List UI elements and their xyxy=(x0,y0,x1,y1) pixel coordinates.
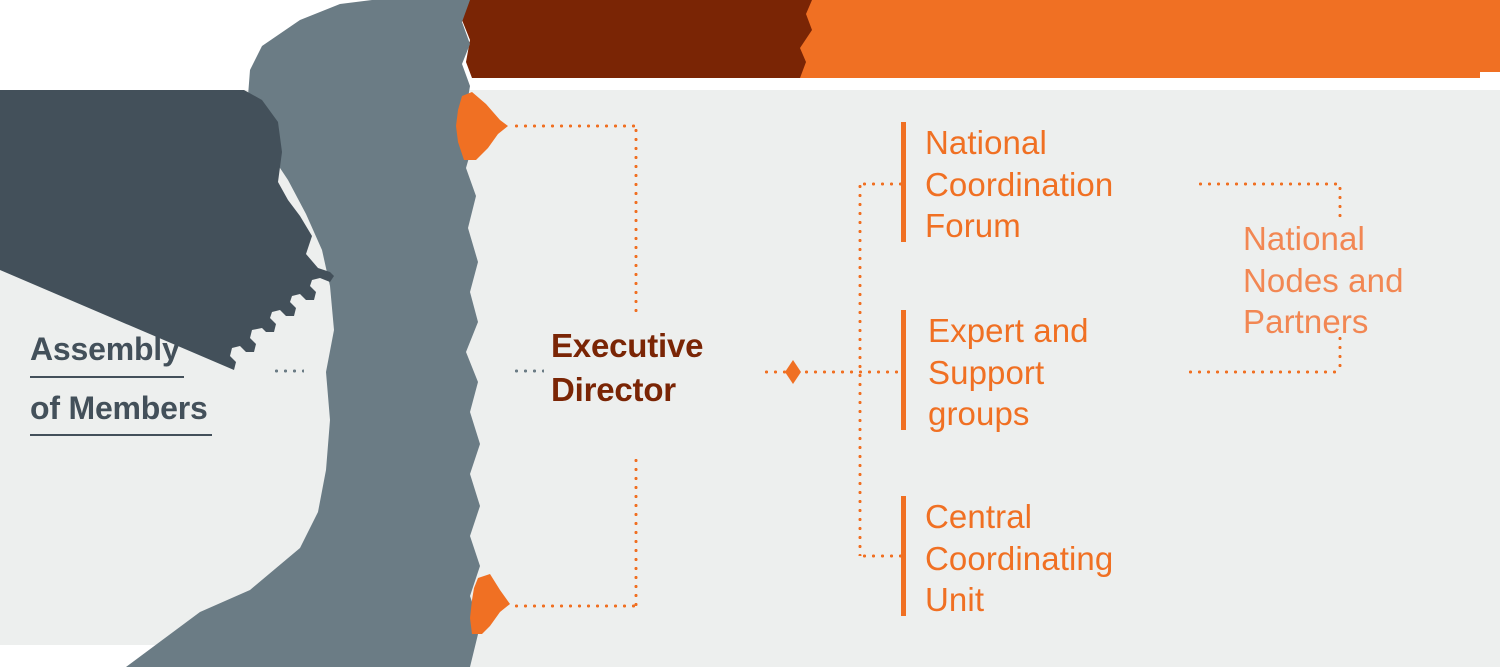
expert-and-support-groups-line-3: groups xyxy=(928,395,1030,433)
central-coordinating-unit-line-3: Unit xyxy=(925,581,985,619)
orange-diamond-icon xyxy=(785,360,801,384)
connector-trunk-branch-3 xyxy=(860,554,906,558)
slate-dark-shape xyxy=(0,90,334,370)
node-expert-and-support-groups[interactable]: Expert and Support groups xyxy=(928,310,1168,435)
connector-nodes-bottom-vertical xyxy=(1338,334,1342,372)
node-assembly-of-members[interactable]: Assembly of Members xyxy=(30,326,330,437)
chevron-top-icon xyxy=(456,92,508,160)
national-coordination-forum-line-3: Forum xyxy=(925,207,1021,245)
node-executive-director[interactable]: Executive Director xyxy=(551,324,771,411)
national-nodes-line-1: National xyxy=(1243,220,1365,257)
node-national-nodes-and-partners[interactable]: National Nodes and Partners xyxy=(1243,218,1473,343)
connector-top-horizontal xyxy=(512,124,640,128)
expert-and-support-groups-line-2: Support xyxy=(928,353,1045,391)
connector-diamond-to-trunk xyxy=(802,370,906,374)
executive-director-line-1: Executive xyxy=(551,327,704,364)
branch-bar-central-coordinating-unit xyxy=(901,496,906,616)
assembly-line-2: of Members xyxy=(30,385,212,437)
expert-and-support-groups-line-1: Expert and xyxy=(928,312,1089,349)
connector-bottom-vertical xyxy=(634,456,638,606)
connector-assembly-dots-left xyxy=(272,369,304,373)
national-nodes-line-3: Partners xyxy=(1243,303,1369,341)
connector-nodes-top-horizontal xyxy=(1196,182,1342,186)
branch-bar-national-coordination-forum xyxy=(901,122,906,242)
connector-assembly-dots-right xyxy=(512,369,544,373)
connector-bottom-horizontal xyxy=(512,604,640,608)
national-coordination-forum-line-1: National xyxy=(925,124,1047,161)
connector-director-to-diamond xyxy=(762,370,788,374)
connector-nodes-mid-horizontal xyxy=(1186,370,1342,374)
connector-top-vertical xyxy=(634,126,638,316)
node-central-coordinating-unit[interactable]: Central Coordinating Unit xyxy=(925,496,1195,621)
top-dark-brown-band xyxy=(444,0,812,78)
assembly-line-1: Assembly xyxy=(30,326,184,378)
branch-bar-expert-and-support-groups xyxy=(901,310,906,430)
central-coordinating-unit-line-1: Central xyxy=(925,498,1033,535)
executive-director-line-2: Director xyxy=(551,370,676,408)
node-national-coordination-forum[interactable]: National Coordination Forum xyxy=(925,122,1195,247)
top-orange-band xyxy=(800,0,1500,78)
slate-mid-shape xyxy=(126,0,480,667)
chevron-bottom-icon xyxy=(470,574,510,634)
central-coordinating-unit-line-2: Coordinating xyxy=(925,539,1114,577)
connector-branch-trunk xyxy=(858,182,862,556)
national-coordination-forum-line-2: Coordination xyxy=(925,165,1114,203)
connector-nodes-top-vertical xyxy=(1338,184,1342,222)
connector-trunk-branch-1 xyxy=(860,182,906,186)
national-nodes-line-2: Nodes and xyxy=(1243,261,1404,299)
